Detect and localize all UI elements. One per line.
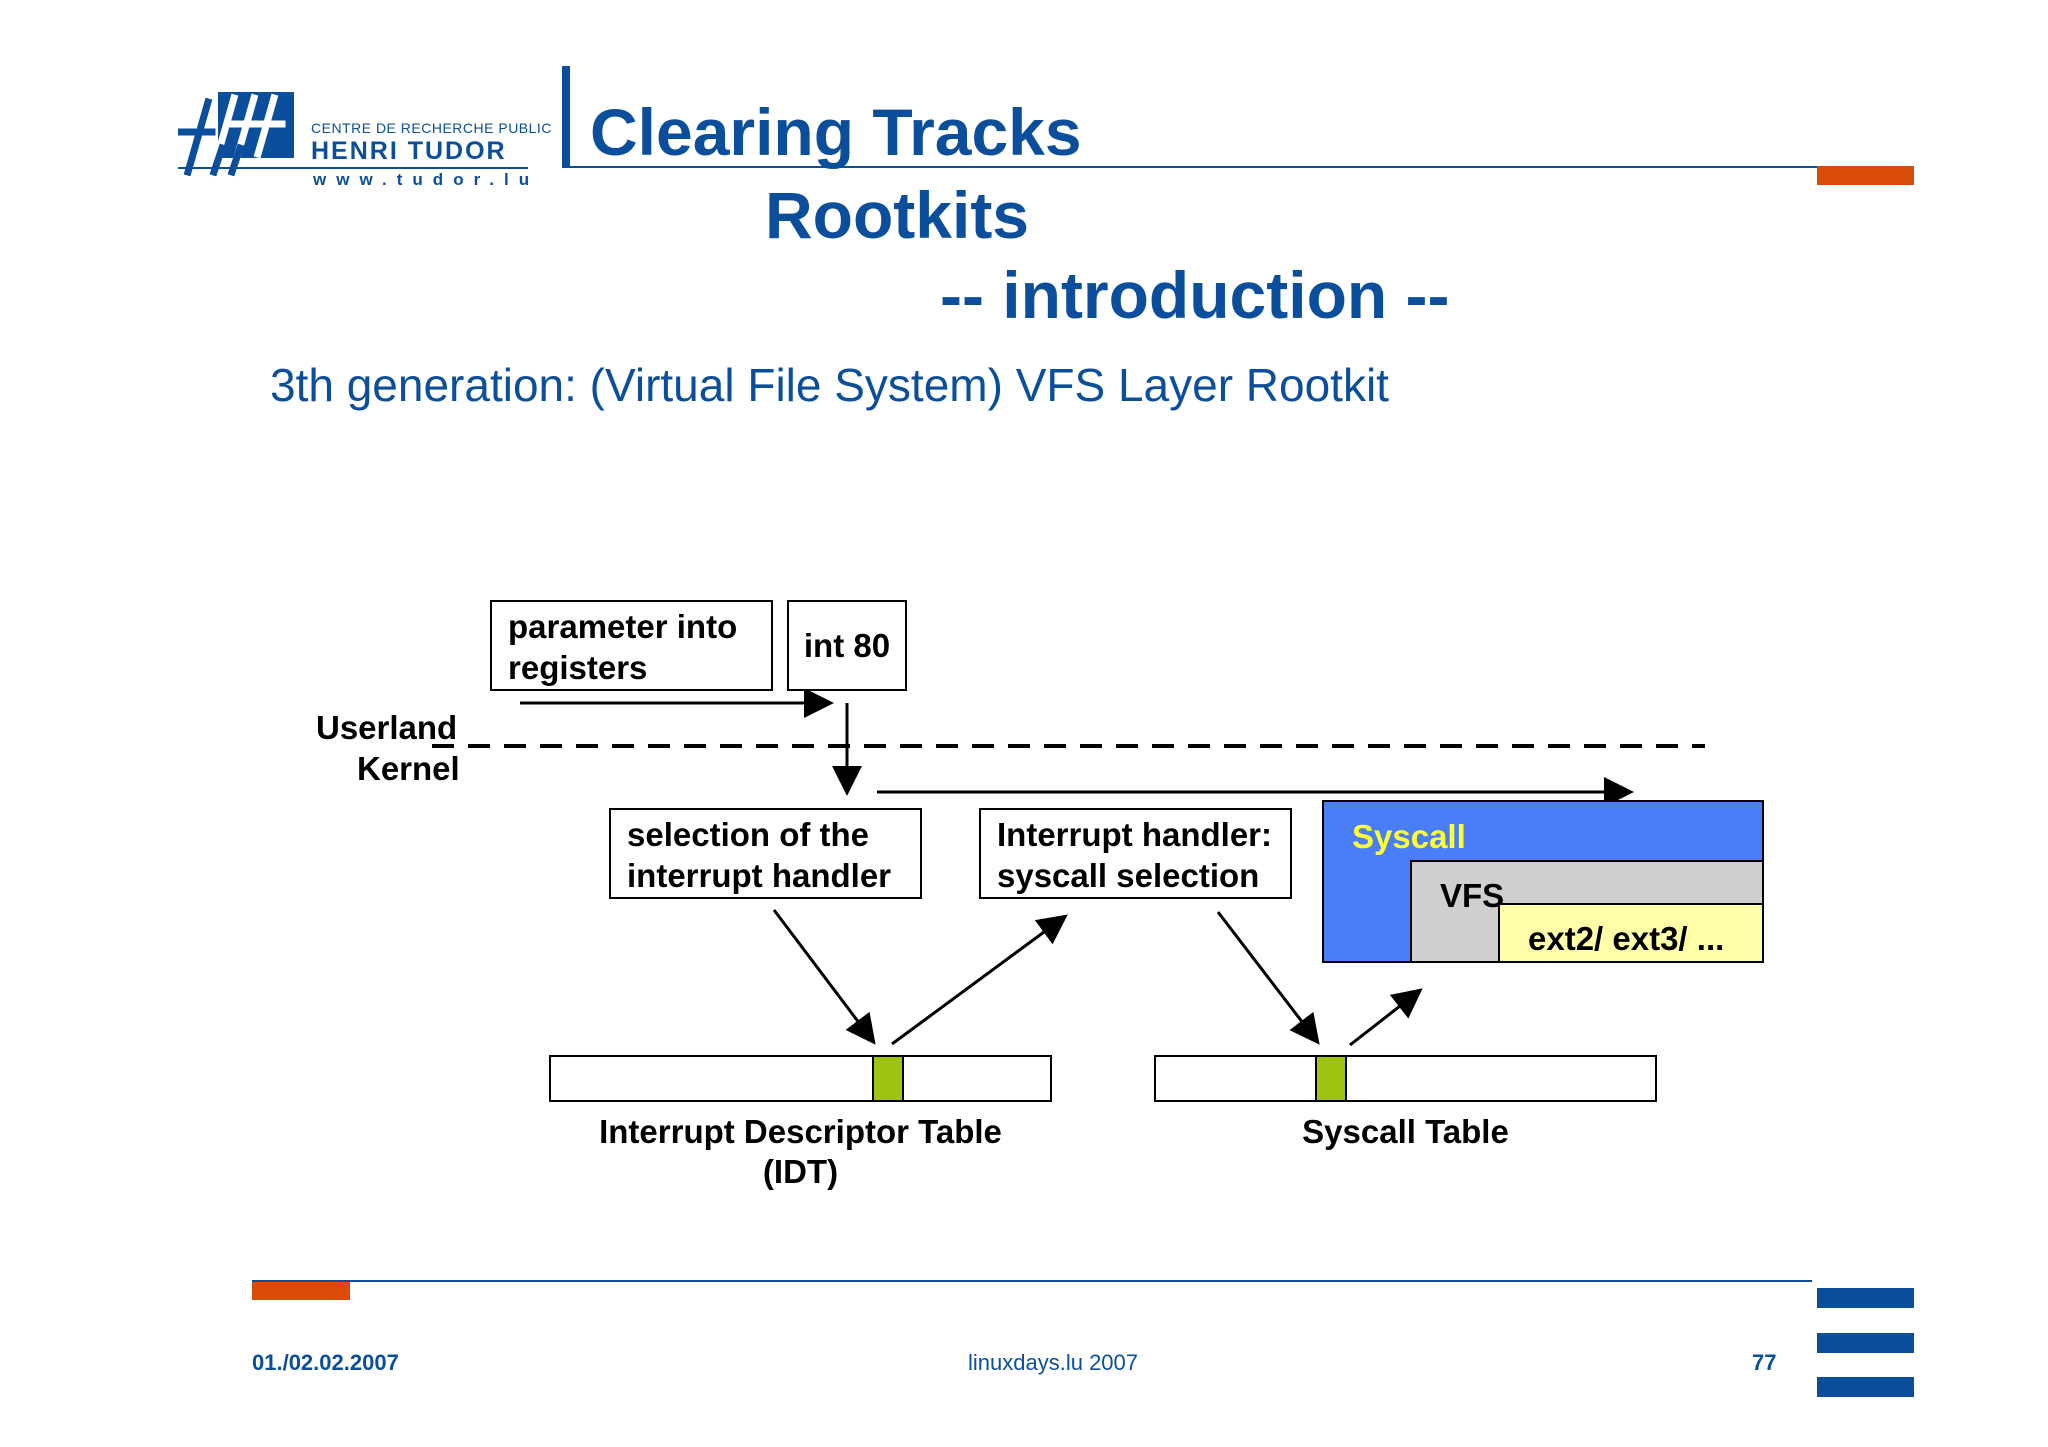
box-handler-line2: syscall selection	[997, 857, 1260, 894]
footer-bar-3	[1817, 1377, 1914, 1397]
box-selection-of-interrupt-handler: selection of the interrupt handler	[609, 808, 922, 899]
footer-bar-2	[1817, 1333, 1914, 1353]
footer-event: linuxdays.lu 2007	[968, 1350, 1139, 1375]
box-parameter-into-registers: parameter into registers	[490, 600, 773, 691]
slide-title-line1: Clearing Tracks	[590, 95, 1082, 169]
footer-bar-1	[1817, 1288, 1914, 1308]
box-int80-label: int 80	[803, 627, 891, 664]
box-parameter-line2: registers	[508, 649, 648, 686]
syscall-table-selected-entry	[1315, 1057, 1347, 1100]
arrow-idt-to-handler	[891, 914, 1068, 1046]
box-parameter-line1: parameter into	[508, 608, 738, 645]
slide-title-line3: -- introduction --	[940, 258, 1450, 332]
accent-bottom-left	[252, 1282, 350, 1300]
slide-subtitle: 3th generation: (Virtual File System) VF…	[270, 359, 1389, 411]
interrupt-descriptor-table	[549, 1055, 1052, 1102]
logo-org-type: CENTRE DE RECHERCHE PUBLIC	[311, 120, 552, 136]
accent-top-right	[1817, 166, 1914, 185]
box-handler-line1: Interrupt handler:	[997, 816, 1273, 853]
idt-label-line2: (IDT)	[762, 1153, 839, 1190]
title-rule	[570, 166, 1910, 168]
footer-rule	[252, 1280, 1812, 1282]
ext-filesystem-label: ext2/ ext3/ ...	[1528, 920, 1725, 957]
logo-underline	[178, 167, 528, 169]
ext-filesystem-layer	[1498, 903, 1764, 963]
arrow-syscall-table-to-syscall	[1349, 988, 1423, 1047]
henri-tudor-logo-icon	[178, 92, 294, 176]
label-kernel: Kernel	[357, 750, 460, 787]
idt-label-line1: Interrupt Descriptor Table	[599, 1113, 1002, 1150]
title-vertical-bar	[562, 66, 570, 168]
idt-selected-entry	[872, 1057, 904, 1100]
syscall-table	[1154, 1055, 1657, 1102]
box-selection-line2: interrupt handler	[627, 857, 892, 894]
logo-org-name: HENRI TUDOR	[311, 137, 507, 165]
box-int-80: int 80	[787, 600, 907, 691]
box-selection-line1: selection of the	[627, 816, 870, 853]
footer-page-number: 77	[1752, 1350, 1777, 1375]
vfs-layer-label: VFS	[1440, 877, 1505, 914]
syscall-table-label: Syscall Table	[1302, 1113, 1509, 1150]
label-userland: Userland	[316, 709, 458, 746]
syscall-layer-label: Syscall	[1352, 818, 1466, 855]
arrow-selection-to-idt	[772, 909, 876, 1045]
slide-title-line2: Rootkits	[765, 178, 1029, 252]
arrow-handler-to-syscall-table	[1216, 911, 1320, 1045]
logo-website: www.tudor.lu	[313, 170, 540, 189]
footer-date: 01./02.02.2007	[252, 1350, 399, 1375]
box-interrupt-handler-syscall-selection: Interrupt handler: syscall selection	[979, 808, 1292, 899]
